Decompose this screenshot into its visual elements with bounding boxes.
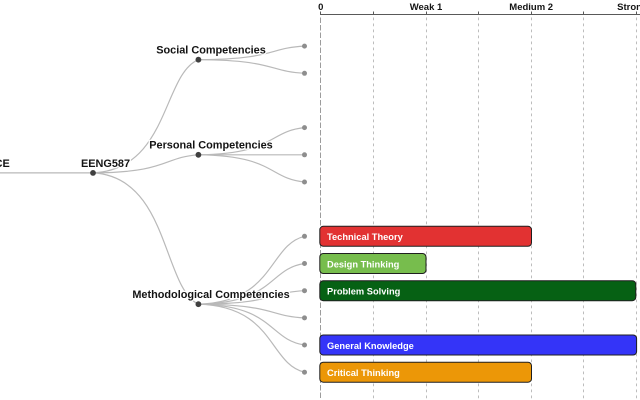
svg-text:Design Thinking: Design Thinking <box>327 259 400 269</box>
svg-text:EENG587: EENG587 <box>81 158 130 170</box>
svg-text:Methodological Competencies: Methodological Competencies <box>132 289 289 301</box>
svg-text:General Knowledge: General Knowledge <box>327 341 414 351</box>
svg-text:Problem Solving: Problem Solving <box>327 287 401 297</box>
svg-text:Strong 3: Strong 3 <box>617 2 640 13</box>
svg-text:Social Competencies: Social Competencies <box>156 45 266 57</box>
svg-text:Critical Thinking: Critical Thinking <box>327 368 400 378</box>
svg-text:Weak 1: Weak 1 <box>410 2 443 13</box>
svg-text:CE: CE <box>0 158 10 170</box>
svg-text:Personal Competencies: Personal Competencies <box>149 140 272 152</box>
svg-text:Medium 2: Medium 2 <box>509 2 553 13</box>
svg-text:Technical Theory: Technical Theory <box>327 232 404 242</box>
svg-text:0: 0 <box>318 2 323 13</box>
